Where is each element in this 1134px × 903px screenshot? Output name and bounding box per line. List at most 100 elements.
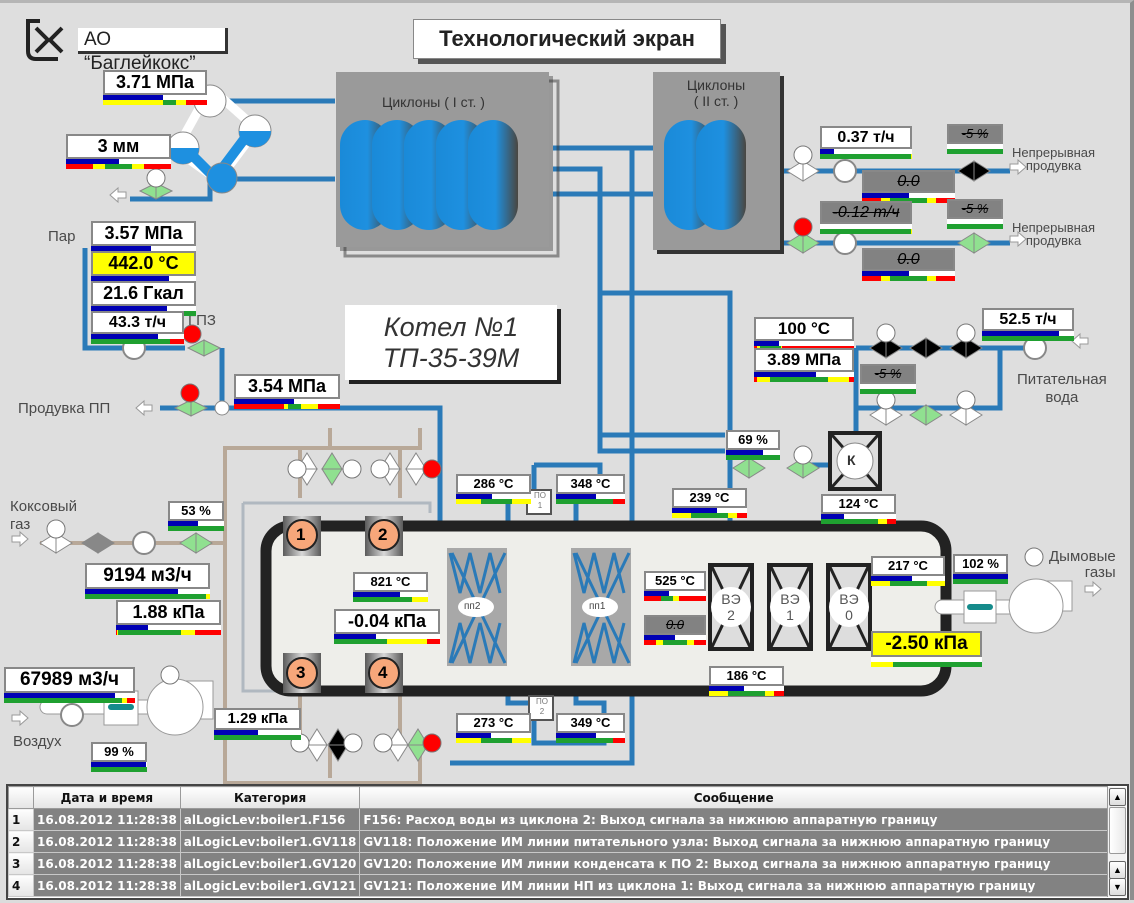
economizer-inlet-temp-gauge[interactable]: 124 °C xyxy=(821,494,896,524)
economizer-outlet-temp-gauge[interactable]: 239 °C xyxy=(672,488,747,518)
scroll-up-button-2[interactable]: ▲ xyxy=(1109,861,1126,879)
burners xyxy=(283,516,403,693)
limit-zone xyxy=(512,738,531,743)
burner-2[interactable]: 2 xyxy=(378,525,388,544)
cyclones1-label: Циклоны ( I ст. ) xyxy=(382,94,485,110)
air-damper-gauge[interactable]: 99 % xyxy=(91,742,147,772)
feed-pressure-gauge[interactable]: 3.89 МПа xyxy=(754,348,854,382)
gauge-value: 239 °C xyxy=(672,488,747,508)
blowdown2-flow-gauge[interactable]: -0.12 т/ч xyxy=(820,201,912,234)
gauge-limit-zones xyxy=(214,735,301,740)
po2-outlet-temp-gauge[interactable]: 349 °C xyxy=(556,713,625,743)
gauge-level-bar xyxy=(820,149,912,154)
feed-flow-gauge[interactable]: 52.5 т/ч xyxy=(982,308,1074,341)
furnace-vacuum-gauge[interactable]: -2.50 кПа xyxy=(871,631,982,667)
coke-gas-pressure-gauge[interactable]: 1.88 кПа xyxy=(116,600,221,635)
po2-inlet-temp-gauge[interactable]: 273 °C xyxy=(456,713,531,743)
scroll-down-button[interactable]: ▼ xyxy=(1109,878,1126,896)
condensate-valve-gauge[interactable]: 69 % xyxy=(726,430,780,460)
junction-node xyxy=(214,400,230,416)
po1-inlet-temp-gauge[interactable]: 286 °C xyxy=(456,474,531,504)
furnace-pressure-gauge[interactable]: -0.04 кПа xyxy=(334,609,440,644)
limit-zone xyxy=(234,404,284,409)
po1-line2: 1 xyxy=(537,501,543,510)
cyclones2-label: Циклоны ( II ст. ) xyxy=(676,77,756,109)
limit-zone xyxy=(656,640,663,645)
blowdown2-valve-gauge[interactable]: -5 % xyxy=(947,199,1003,229)
burner-4[interactable]: 4 xyxy=(378,663,388,682)
alarm-scrollbar[interactable]: ▲ ▲ ▼ xyxy=(1107,787,1126,897)
limit-zone xyxy=(175,100,187,105)
gauge-limit-zones xyxy=(982,336,1074,341)
coke-gas-valve-gauge[interactable]: 53 % xyxy=(168,501,224,531)
limit-zone xyxy=(127,698,135,703)
process-diagram xyxy=(11,19,1102,785)
column-header-message[interactable]: Сообщение xyxy=(359,786,1108,809)
burner-3[interactable]: 3 xyxy=(296,663,306,682)
drum-pressure-gauge[interactable]: 3.71 МПа xyxy=(103,70,207,105)
gauge-value: 442.0 °C xyxy=(91,251,196,276)
steam-flow-gauge[interactable]: 43.3 т/ч xyxy=(91,311,184,344)
blowdown1-valve-gauge[interactable]: -5 % xyxy=(947,124,1003,154)
flue-gas-temp-gauge[interactable]: 217 °C xyxy=(871,556,945,586)
limit-zone xyxy=(726,455,780,460)
limit-zone xyxy=(91,767,147,772)
column-header-datetime[interactable]: Дата и время xyxy=(33,786,181,809)
drum-level-gauge[interactable]: 3 мм xyxy=(66,134,171,169)
limit-zone xyxy=(644,640,657,645)
limit-zone xyxy=(893,662,982,667)
gauge-value: 9194 м3/ч xyxy=(85,563,210,589)
superheater-aux-gauge[interactable]: 0.0 xyxy=(644,615,706,645)
limit-zone xyxy=(927,198,937,203)
gauge-value: 124 °C xyxy=(821,494,896,514)
furnace-temp-gauge[interactable]: 821 °C xyxy=(353,572,428,602)
exhauster-position-gauge[interactable]: 102 % xyxy=(953,554,1008,584)
steam-label: Пар xyxy=(48,228,76,245)
limit-zone xyxy=(214,735,301,740)
air-flow-gauge[interactable]: 67989 м3/ч xyxy=(4,667,135,703)
gauge-level-fill xyxy=(726,450,764,455)
cont-blowdown1-line2: продувка xyxy=(1025,158,1082,173)
gauge-level-bar xyxy=(860,384,916,389)
blowdown2-aux-gauge[interactable]: 0.0 xyxy=(862,248,955,281)
po2-line1: ПО xyxy=(536,697,548,706)
gauge-level-fill xyxy=(456,494,492,499)
air-label: Воздух xyxy=(13,733,62,750)
column-header-category[interactable]: Категория xyxy=(179,786,361,809)
feed-temp-gauge[interactable]: 100 °C xyxy=(754,317,854,351)
burner-1[interactable]: 1 xyxy=(296,525,306,544)
scrollbar-thumb[interactable] xyxy=(1109,807,1126,854)
limit-zone xyxy=(104,164,133,169)
air-fan-icon xyxy=(39,678,214,736)
feed-bypass-valve-gauge[interactable]: -5 % xyxy=(860,364,916,394)
scroll-up-button[interactable]: ▲ xyxy=(1109,788,1126,806)
air-pressure-gauge[interactable]: 1.29 кПа xyxy=(214,708,301,740)
superheater-temp-gauge[interactable]: 525 °C xyxy=(644,571,706,601)
boiler-number: Котел №1 xyxy=(383,312,519,342)
gauge-level-fill xyxy=(709,686,745,691)
gauge-value: 286 °C xyxy=(456,474,531,494)
blowdown1-flow-gauge[interactable]: 0.37 т/ч xyxy=(820,126,912,159)
limit-zone xyxy=(411,597,428,602)
limit-zone xyxy=(613,738,625,743)
condenser-k-icon xyxy=(828,431,882,491)
gauge-level-bar xyxy=(85,589,210,594)
column-header-index[interactable] xyxy=(8,786,34,809)
blowdown1-aux-gauge[interactable]: 0.0 xyxy=(862,170,955,203)
gauge-value: 186 °C xyxy=(709,666,784,686)
gauge-value: 43.3 т/ч xyxy=(91,311,184,334)
po1-outlet-temp-gauge[interactable]: 348 °C xyxy=(556,474,625,504)
gauge-value: 100 °C xyxy=(754,317,854,341)
gauge-level-fill xyxy=(334,634,377,639)
coke-gas-flow-gauge[interactable]: 9194 м3/ч xyxy=(85,563,210,599)
steam-temp-gauge[interactable]: 442.0 °C xyxy=(91,251,196,286)
pp-pressure-gauge[interactable]: 3.54 МПа xyxy=(234,374,340,409)
flue-after-economizer-temp-gauge[interactable]: 186 °C xyxy=(709,666,784,696)
